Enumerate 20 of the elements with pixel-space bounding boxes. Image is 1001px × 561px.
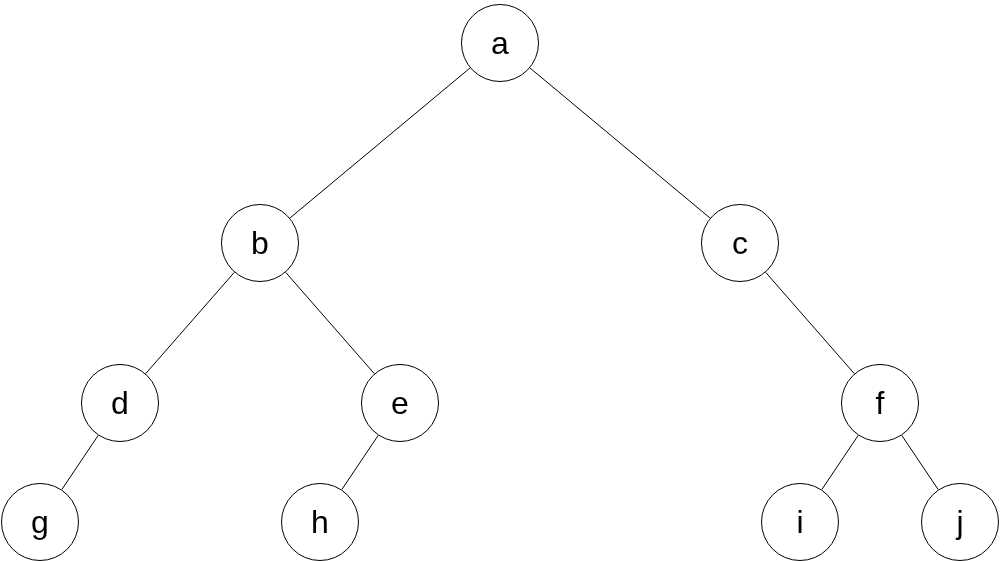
connector-line: [765, 271, 855, 375]
node-label: a: [491, 27, 509, 59]
connector-line: [901, 434, 939, 491]
connector-line: [821, 434, 859, 491]
node-label: j: [956, 506, 964, 538]
tree-node-circle: [1, 483, 79, 561]
node-label: b: [251, 227, 269, 259]
connector-line: [529, 67, 711, 219]
connector-line: [341, 434, 379, 491]
node-label: i: [796, 506, 804, 538]
node-label: h: [311, 506, 329, 538]
node-label: e: [391, 387, 409, 419]
node-label: g: [31, 506, 49, 538]
connector-line: [289, 67, 471, 219]
node-label: f: [875, 387, 885, 419]
node-label: c: [732, 227, 748, 259]
connector-line: [145, 271, 235, 375]
connector-line: [285, 271, 375, 375]
connector-line: [61, 434, 99, 491]
node-label: d: [111, 387, 129, 419]
